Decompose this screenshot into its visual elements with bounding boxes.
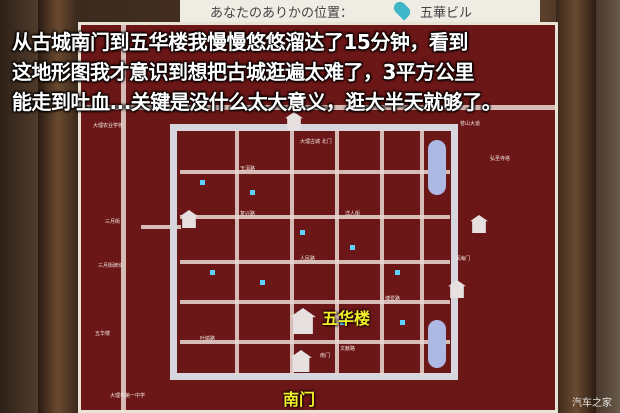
map-label: 玉洱路	[240, 166, 256, 172]
poi-marker-icon	[340, 320, 345, 325]
sign-title: あなたのありかの位置：	[210, 6, 354, 21]
south-gate-highlight-label: 南门	[283, 390, 316, 409]
map-label: 三月街	[105, 219, 121, 225]
city-wall	[170, 124, 458, 380]
map-label: 洋人街	[345, 211, 361, 217]
road	[141, 225, 181, 229]
poi-marker-icon	[260, 280, 265, 285]
road	[81, 105, 555, 110]
map-label: 三月街牌坊	[98, 263, 124, 269]
sign-location-label: 五華ビル	[420, 6, 473, 21]
street	[180, 215, 450, 219]
wooden-frame-left	[38, 0, 78, 413]
map-label: 人民路	[300, 256, 316, 262]
street	[180, 260, 450, 264]
wooden-frame-right	[556, 0, 596, 413]
map-label: 苍山大道	[460, 121, 481, 127]
north-gate-icon	[285, 112, 303, 130]
west-gate-icon	[180, 210, 198, 228]
poi-marker-icon	[200, 180, 205, 185]
wuhualou-highlight-label: 五华楼	[322, 309, 371, 328]
poi-marker-icon	[350, 245, 355, 250]
map-label: 大理古城 北门	[300, 139, 332, 145]
street	[290, 130, 294, 375]
caption-line-1: 从古城南门到五华楼我慢慢悠悠溜达了15分钟，看到	[12, 30, 468, 54]
map-label: 五华楼	[95, 331, 111, 337]
map-label: 大理市第一中学	[110, 393, 146, 399]
location-sign: あなたのありかの位置： 五華ビル	[180, 0, 540, 24]
caption-line-3: 能走到吐血...关键是没什么太大意义，逛大半天就够了。	[12, 90, 502, 114]
map-label: 复兴路	[240, 211, 256, 217]
road	[121, 25, 126, 410]
map-label: 洱海门	[455, 256, 471, 262]
poi-marker-icon	[210, 270, 215, 275]
street	[420, 130, 424, 375]
map-label: 大理农业学校	[93, 123, 124, 129]
poi-marker-icon	[400, 320, 405, 325]
map-label: 博爱路	[385, 296, 401, 302]
map-label: 弘圣寺塔	[490, 156, 511, 162]
street	[235, 130, 239, 375]
pagoda-icon	[470, 215, 488, 233]
poi-marker-icon	[300, 230, 305, 235]
street	[380, 130, 384, 375]
street	[180, 170, 450, 174]
caption-line-2: 这地形图我才意识到想把古城逛遍太难了，3平方公里	[12, 60, 474, 84]
south-gate-icon	[290, 350, 312, 372]
lake	[428, 320, 446, 368]
location-pin-icon	[391, 0, 413, 21]
east-gate-icon	[448, 280, 466, 298]
map-label: 叶榆路	[200, 336, 216, 342]
map-label: 南门	[320, 353, 331, 359]
poi-marker-icon	[395, 270, 400, 275]
street	[180, 340, 450, 344]
lake	[428, 140, 446, 195]
street	[335, 130, 339, 375]
watermark: 汽车之家	[572, 398, 612, 409]
street	[180, 300, 450, 304]
poi-marker-icon	[250, 190, 255, 195]
map-label: 文献路	[340, 346, 356, 352]
